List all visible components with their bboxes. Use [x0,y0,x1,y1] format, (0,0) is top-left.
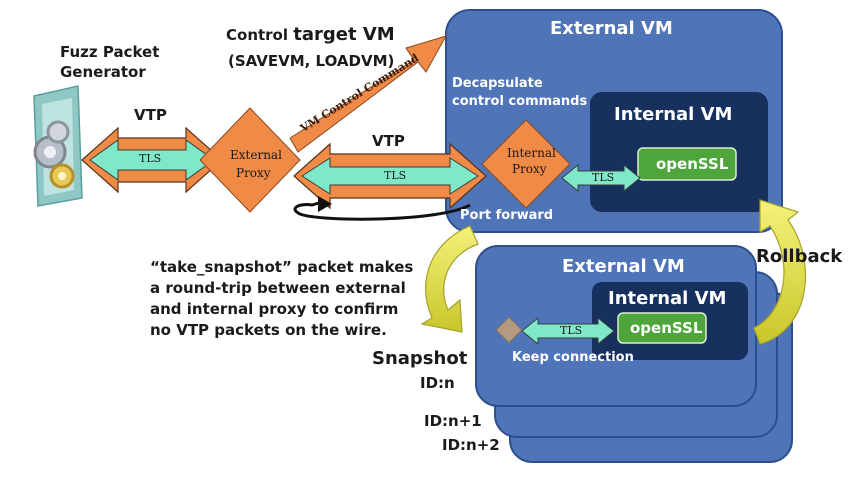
note-line4: no VTP packets on the wire. [150,321,387,339]
vm-control-arrow [289,35,448,153]
note-line1: “take_snapshot” packet makes [150,258,414,276]
keep-connection-label: Keep connection [512,350,634,365]
vtp-left-label: VTP [134,106,167,124]
control-commands: (SAVEVM, LOADVM) [228,52,395,70]
external-proxy-diamond [199,107,301,213]
snapshot-openssl-box [617,312,707,344]
tls-inner-arrow [561,163,641,193]
control-prefix: Control [226,26,294,44]
internal-vm-title: Internal VM [614,104,733,125]
snapshot-openssl-label: openSSL [630,319,703,337]
openssl-label: openSSL [656,155,729,173]
rollback-label: Rollback [756,246,843,267]
fuzz-title-line1: Fuzz Packet [60,43,160,61]
note-line2: a round-trip between external [150,279,406,297]
rollback-curve-arrow [753,199,807,345]
snapshot-external-vm-title: External VM [562,256,685,277]
openssl-box [637,147,737,181]
snapshot-id-n2: ID:n+2 [442,436,500,454]
control-target: target VM [293,24,395,45]
snapshot-tls-arrow [521,316,615,346]
decapsulate-line2: control commands [452,94,588,109]
snapshot-internal-vm-title: Internal VM [608,288,727,309]
fuzz-generator-icon [33,85,83,207]
tls-left-label: TLS [139,152,162,165]
tls-mid-label: TLS [384,169,407,182]
internal-proxy-line1: Internal [507,146,556,160]
external-proxy-line2: Proxy [236,166,271,180]
round-trip-loop-head [318,196,332,212]
vtp-mid-label: VTP [372,132,405,150]
external-proxy-line1: External [230,148,282,162]
port-forward-label: Port forward [460,208,554,223]
internal-proxy-diamond [481,119,571,209]
snapshot-proxy-diamond [495,316,523,344]
snapshot-id-n: ID:n [420,374,455,392]
internal-proxy-line2: Proxy [512,162,547,176]
fuzz-title-line2: Generator [60,63,146,81]
round-trip-loop-arrow [293,200,471,221]
decapsulate-line1: Decapsulate [452,76,543,91]
tls-snap-label: TLS [560,324,583,337]
snapshot-label: Snapshot [372,348,468,369]
external-vm-title: External VM [550,18,673,39]
note-line3: and internal proxy to confirm [150,300,399,318]
tls-mid-arrow [301,157,479,195]
control-target-title: Control target VM [226,24,395,45]
snapshot-curve-arrow [420,225,479,333]
snapshot-id-n1: ID:n+1 [424,412,482,430]
tls-inner-label: TLS [592,171,615,184]
